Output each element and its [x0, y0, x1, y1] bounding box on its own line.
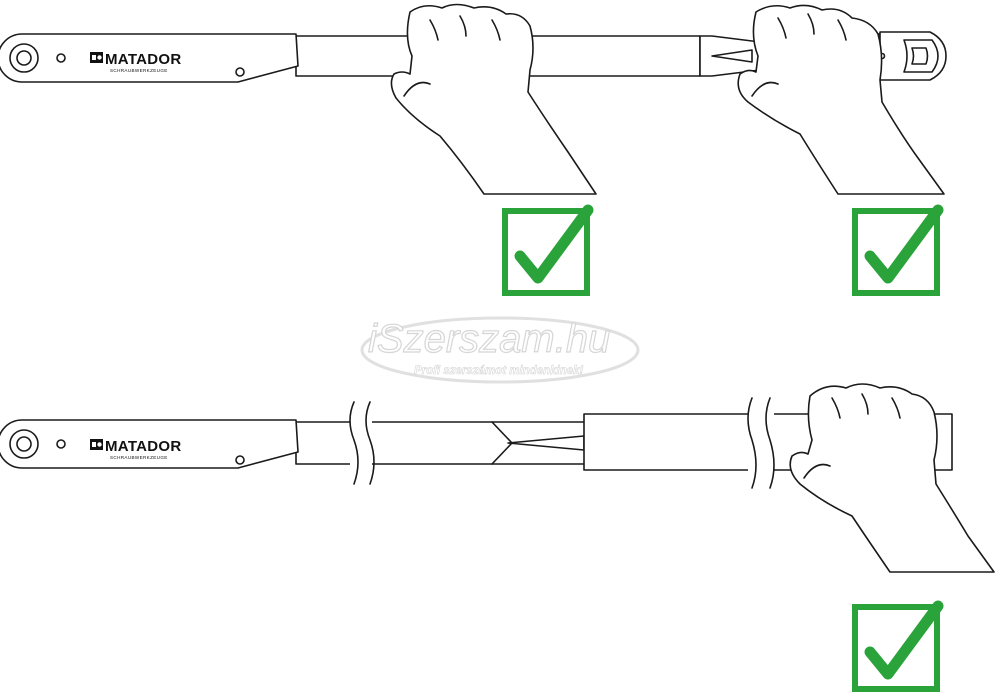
break-mark-icon — [349, 401, 375, 485]
brand-tagline: SCHRAUBWERKZEUGE — [110, 68, 168, 73]
watermark-tagline: Profi szerszámot mindenkinek! — [414, 365, 584, 377]
watermark-text: iSzerszam.hu — [368, 317, 610, 361]
wrench-top-head — [0, 33, 299, 83]
wrench-bottom-head — [0, 419, 299, 469]
checkmark-icon — [852, 600, 944, 692]
wrench-bottom-extended: MATADOR SCHRAUBWERKZEUGE — [0, 383, 995, 692]
hand-grip-extension — [789, 383, 995, 573]
brand-logo-icon — [90, 439, 103, 450]
brand-name: MATADOR — [105, 438, 182, 455]
hand-grip-center — [390, 3, 597, 195]
brand-tagline: SCHRAUBWERKZEUGE — [110, 455, 168, 460]
wrench-bottom-tube — [295, 421, 589, 465]
wrench-top: MATADOR SCHRAUBWERKZEUGE — [0, 3, 947, 296]
checkmark-icon — [852, 204, 944, 296]
break-mark-icon — [747, 397, 775, 489]
wrench-top-rivet — [56, 53, 66, 63]
wrench-top-rivet-2 — [235, 67, 245, 77]
watermark: iSzerszam.hu Profi szerszámot mindenkine… — [360, 316, 640, 384]
hand-grip-end — [737, 4, 945, 195]
brand-logo-icon — [90, 52, 103, 63]
checkmark-icon — [502, 204, 594, 296]
brand-name: MATADOR — [105, 51, 182, 68]
